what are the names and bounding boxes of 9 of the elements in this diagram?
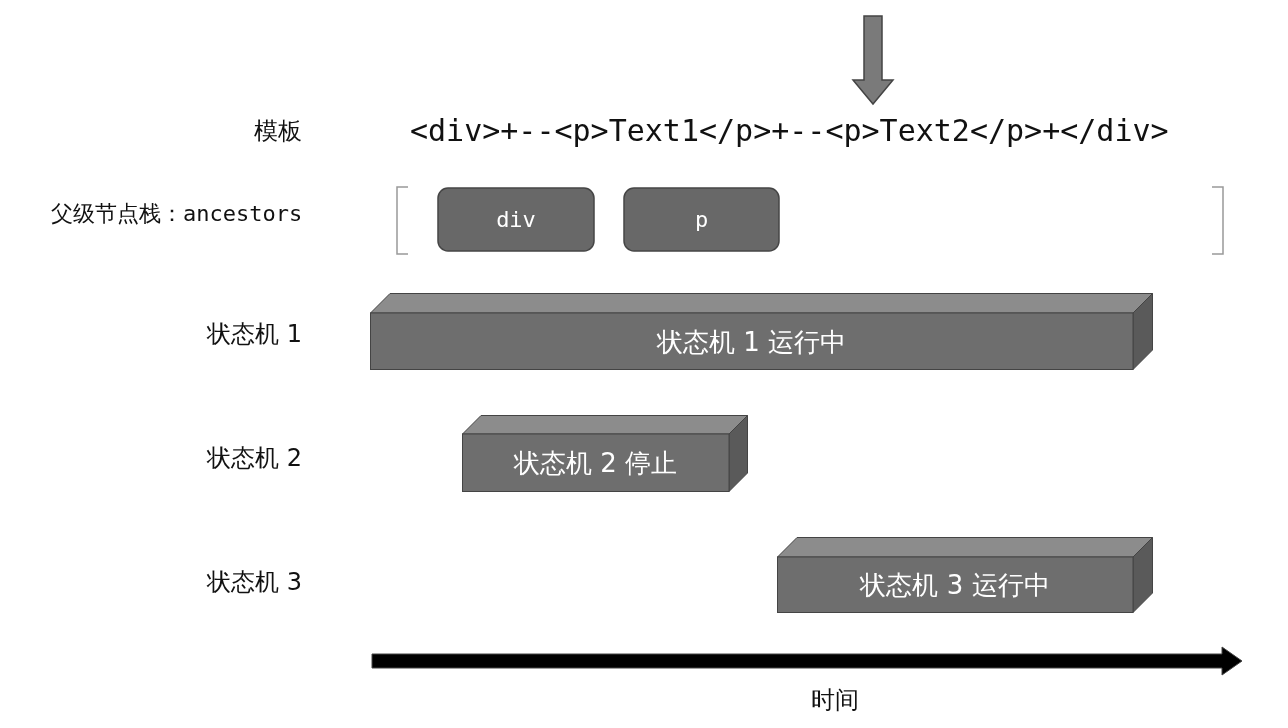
axis-label: 时间: [811, 688, 859, 712]
row-label: 状态机 1: [207, 322, 302, 346]
stack-item-box: p: [623, 187, 780, 252]
stack-item-box: div: [437, 187, 595, 252]
row-label: 状态机 2: [207, 446, 302, 470]
row-label: 父级节点栈：ancestors: [51, 203, 303, 225]
row-label: 状态机 3: [207, 570, 302, 594]
template-code: <div>+--<p>Text1</p>+--<p>Text2</p>+</div>: [410, 116, 1169, 146]
row-label: 模板: [254, 119, 302, 143]
